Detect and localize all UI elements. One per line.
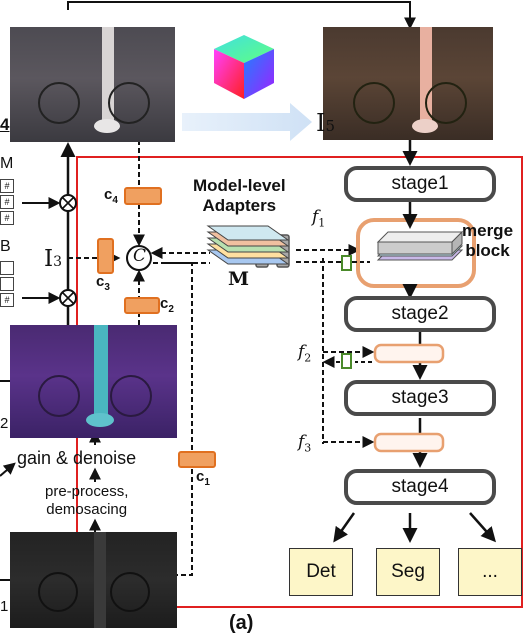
matrix-b-cell-empty [0, 261, 14, 275]
matrix-m-cell: # [0, 195, 14, 209]
i2-label: 2 [0, 415, 9, 432]
c3-label: c3 [96, 273, 110, 293]
matrix-b-label: B [0, 238, 11, 255]
stage-adapter-3 [373, 432, 445, 453]
conversion-arrow [182, 103, 312, 141]
stage-adapter-2 [373, 343, 445, 364]
matrix-m-cell: # [0, 179, 14, 193]
image-i4 [10, 27, 175, 142]
c2-label: c2 [160, 295, 174, 315]
concat-label: C [133, 246, 147, 266]
image-i5 [323, 27, 493, 140]
c4-label: c4 [104, 186, 118, 206]
adapter-c2 [124, 297, 160, 314]
f3-label: f3 [298, 432, 312, 455]
matrix-b-cell-empty [0, 277, 14, 291]
stage-4: stage4 [344, 469, 496, 505]
adapters-title: Model-level Adapters [193, 176, 286, 215]
stage-2: stage2 [344, 296, 496, 332]
output-more: ... [458, 548, 522, 596]
stage-1: stage1 [344, 166, 496, 202]
image-i1 [10, 532, 177, 628]
output-det: Det [289, 548, 353, 596]
gain-denoise-label: gain & denoise [17, 448, 137, 468]
adapter-c3 [97, 238, 114, 274]
matrix-m-label: M [0, 155, 14, 172]
color-cube-icon [214, 35, 274, 99]
figure-caption: (a) [229, 612, 254, 634]
i4-label: 4 [0, 115, 10, 134]
output-seg: Seg [376, 548, 440, 596]
top-feedback-arrow [67, 1, 416, 30]
i5-label: I5 [316, 109, 336, 137]
model-adapters-stack [206, 225, 290, 265]
c1-label: c1 [196, 468, 210, 488]
matrix-m-cell: # [0, 211, 14, 225]
f2-label: f2 [298, 342, 312, 365]
i1-label: 1 [0, 598, 9, 615]
stage-3: stage3 [344, 380, 496, 416]
green-adapter-1 [341, 255, 352, 271]
image-i2 [10, 325, 177, 438]
i3-label: I3 [44, 246, 63, 272]
green-adapter-2 [341, 353, 352, 369]
f1-label: f1 [312, 207, 326, 230]
preprocess-label: pre-process, demosacing [45, 483, 129, 518]
merge-block-label: merge block [462, 221, 514, 260]
adapter-c4 [124, 187, 162, 205]
adapter-c1 [178, 451, 216, 468]
matrix-b-cell: # [0, 293, 14, 307]
adapters-m-label: M [228, 268, 250, 290]
